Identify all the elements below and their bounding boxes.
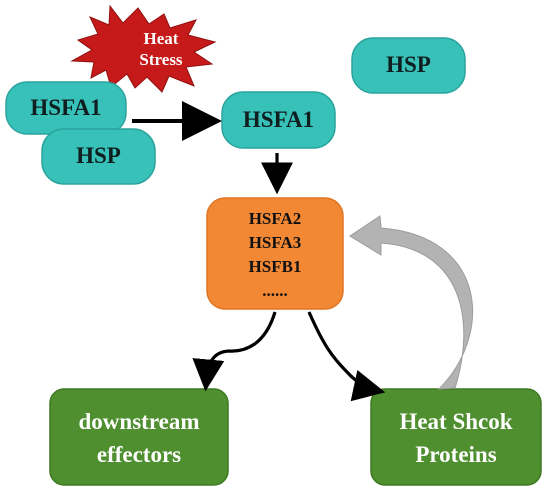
- hsfa1-free-node: [221, 91, 336, 149]
- hsf-targets-label: HSFA2 HSFA3 HSFB1 ......: [248, 209, 302, 301]
- hsp-bound-node: [41, 128, 156, 185]
- heat-stress-label: Heat Stress: [139, 29, 183, 70]
- hsfa1-free-label: HSFA1: [242, 107, 315, 132]
- hsp-bound-label: HSP: [76, 143, 121, 168]
- heat-shock-proteins-node: [370, 388, 542, 486]
- heat-shock-proteins-label: Heat Shcok Proteins: [399, 409, 513, 468]
- hsfa1-bound-label: HSFA1: [30, 95, 102, 120]
- heat-stress-burst: [70, 4, 217, 93]
- downstream-effectors-node: [49, 388, 229, 486]
- hsp-free-node: [351, 37, 466, 94]
- feedback-arrow: [349, 215, 474, 390]
- to-heat-shock-proteins-arrow: [307, 311, 386, 402]
- to-downstream-arrow: [192, 311, 277, 392]
- hsp-free-label: HSP: [386, 52, 431, 77]
- downstream-effectors-label: downstream effectors: [78, 409, 200, 468]
- hsf-targets-node: [206, 197, 344, 310]
